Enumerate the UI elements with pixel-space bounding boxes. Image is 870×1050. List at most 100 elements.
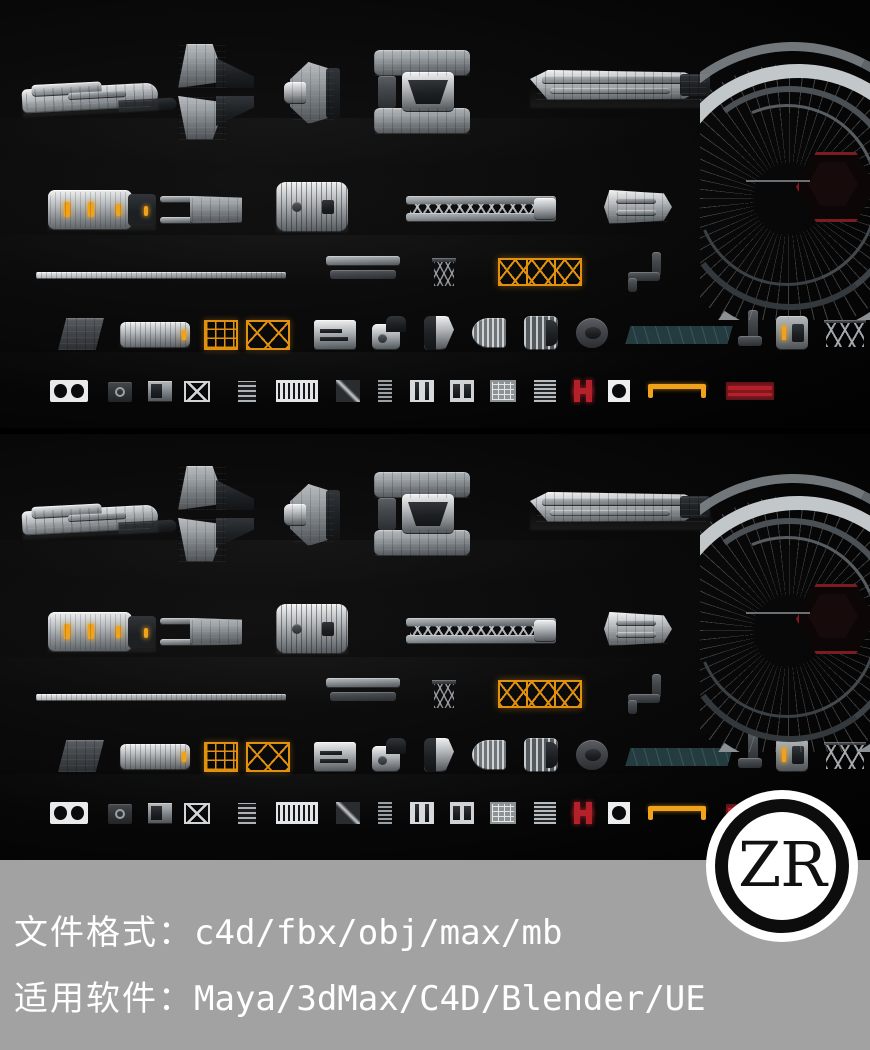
caption-bar: 文件格式：c4d/fbx/obj/max/mb 适用软件：Maya/3dMax/… xyxy=(0,860,870,1050)
model-long-rail-beam xyxy=(36,272,286,279)
model-reactor-drum xyxy=(276,604,348,654)
model-orange-cage-b xyxy=(246,742,290,772)
model-orange-truss-crate xyxy=(498,258,582,286)
model-orange-cage-b xyxy=(246,320,290,350)
model-vent-block xyxy=(314,320,356,350)
model-fork-clamp-arm xyxy=(160,196,242,224)
model-truss-gantry-beam xyxy=(406,196,556,222)
model-thruster-nozzle xyxy=(524,738,558,772)
greeble-diagonal-slat xyxy=(336,802,360,824)
model-scoop-shell xyxy=(424,316,454,350)
model-vent-block xyxy=(314,742,356,772)
greeble-socket-plate xyxy=(108,382,132,402)
model-command-pod xyxy=(282,62,344,124)
model-cylindrical-gunship xyxy=(21,76,177,118)
model-sensor-pod xyxy=(372,738,406,772)
model-angled-solar-panel xyxy=(58,740,104,772)
watermark-ring xyxy=(715,799,849,933)
model-antenna-rig xyxy=(824,742,866,772)
software-value: Maya/3dMax/C4D/Blender/UE xyxy=(194,979,706,1019)
greeble-louvre-panel xyxy=(534,802,556,824)
model-turbine-cone xyxy=(472,318,506,348)
model-orange-truss-crate xyxy=(498,680,582,708)
model-ring-station-gate xyxy=(700,30,870,320)
model-angled-solar-panel xyxy=(58,318,104,350)
greeble-red-clamp xyxy=(572,380,594,402)
model-thruster-nozzle xyxy=(524,316,558,350)
greeble-vent-bank xyxy=(276,380,318,402)
model-fuel-tank-cylinder xyxy=(120,744,190,770)
model-reactor-drum xyxy=(276,182,348,232)
model-engine-block xyxy=(776,738,808,772)
model-lattice-pylon xyxy=(432,258,456,288)
greeble-dual-bar xyxy=(410,380,434,402)
greeble-grid-panel xyxy=(490,380,516,402)
greeble-window-plate xyxy=(450,380,474,402)
model-teal-hex-mesh xyxy=(625,326,733,344)
model-lattice-pylon xyxy=(432,680,456,710)
greeble-vent-bank xyxy=(276,802,318,824)
model-capital-cruiser xyxy=(530,62,712,108)
file-format-value: c4d/fbx/obj/max/mb xyxy=(194,913,563,953)
model-fork-clamp-arm xyxy=(160,618,242,646)
panel-seam xyxy=(0,428,870,434)
model-dish-emitter xyxy=(576,318,608,348)
greeble-ladder-rung xyxy=(378,802,392,824)
greeble-x-brace-panel xyxy=(184,381,210,402)
greeble-dual-port-panel xyxy=(50,380,88,402)
model-twin-hull-frame xyxy=(374,472,480,558)
greeble-dual-port-panel xyxy=(50,802,88,824)
model-orange-cage-a xyxy=(204,320,238,350)
model-bent-conduit-pipe xyxy=(628,252,668,292)
model-antenna-rig xyxy=(824,320,866,350)
model-capital-cruiser xyxy=(530,484,712,530)
model-hull-plate-strip xyxy=(326,256,400,282)
model-cargo-container xyxy=(48,612,156,652)
model-bent-conduit-pipe xyxy=(628,674,668,714)
greeble-grille-stack xyxy=(238,803,256,824)
greeble-white-port xyxy=(608,802,630,824)
model-turbine-cone xyxy=(472,740,506,770)
model-dish-emitter xyxy=(576,740,608,770)
greeble-amber-handle xyxy=(648,384,706,400)
model-hull-plate-strip xyxy=(326,678,400,704)
greeble-hatch-panel xyxy=(148,381,172,402)
greeble-grid-panel xyxy=(490,802,516,824)
model-split-wing-fighter xyxy=(172,466,254,562)
greeble-window-plate xyxy=(450,802,474,824)
greeble-ladder-rung xyxy=(378,380,392,402)
greeble-louvre-panel xyxy=(534,380,556,402)
model-crane-arm xyxy=(738,732,762,770)
model-crane-arm xyxy=(738,310,762,348)
greeble-red-strip xyxy=(726,382,774,400)
model-cargo-container xyxy=(48,190,156,230)
greeble-grille-stack xyxy=(238,381,256,402)
model-orange-cage-a xyxy=(204,742,238,772)
greeble-hatch-panel xyxy=(148,803,172,824)
greeble-amber-handle xyxy=(648,806,706,822)
model-command-pod xyxy=(282,484,344,546)
model-engine-block xyxy=(776,316,808,350)
model-cylindrical-gunship xyxy=(21,498,177,540)
watermark-text: ZR xyxy=(738,827,827,901)
model-split-wing-fighter xyxy=(172,44,254,140)
greeble-dual-bar xyxy=(410,802,434,824)
zr-watermark-logo: ZR xyxy=(706,790,858,942)
model-long-rail-beam xyxy=(36,694,286,701)
software-line: 适用软件：Maya/3dMax/C4D/Blender/UE xyxy=(14,982,706,1016)
model-sensor-pod xyxy=(372,316,406,350)
model-truss-gantry-beam xyxy=(406,618,556,644)
model-escort-frigate xyxy=(604,606,672,652)
model-fuel-tank-cylinder xyxy=(120,322,190,348)
render-panel-top xyxy=(0,0,870,430)
model-escort-frigate xyxy=(604,184,672,230)
greeble-socket-plate xyxy=(108,804,132,824)
greeble-red-clamp xyxy=(572,802,594,824)
file-format-line: 文件格式：c4d/fbx/obj/max/mb xyxy=(14,916,562,950)
greeble-x-brace-panel xyxy=(184,803,210,824)
file-format-label: 文件格式： xyxy=(14,913,194,953)
software-label: 适用软件： xyxy=(14,979,194,1019)
greeble-diagonal-slat xyxy=(336,380,360,402)
model-scoop-shell xyxy=(424,738,454,772)
